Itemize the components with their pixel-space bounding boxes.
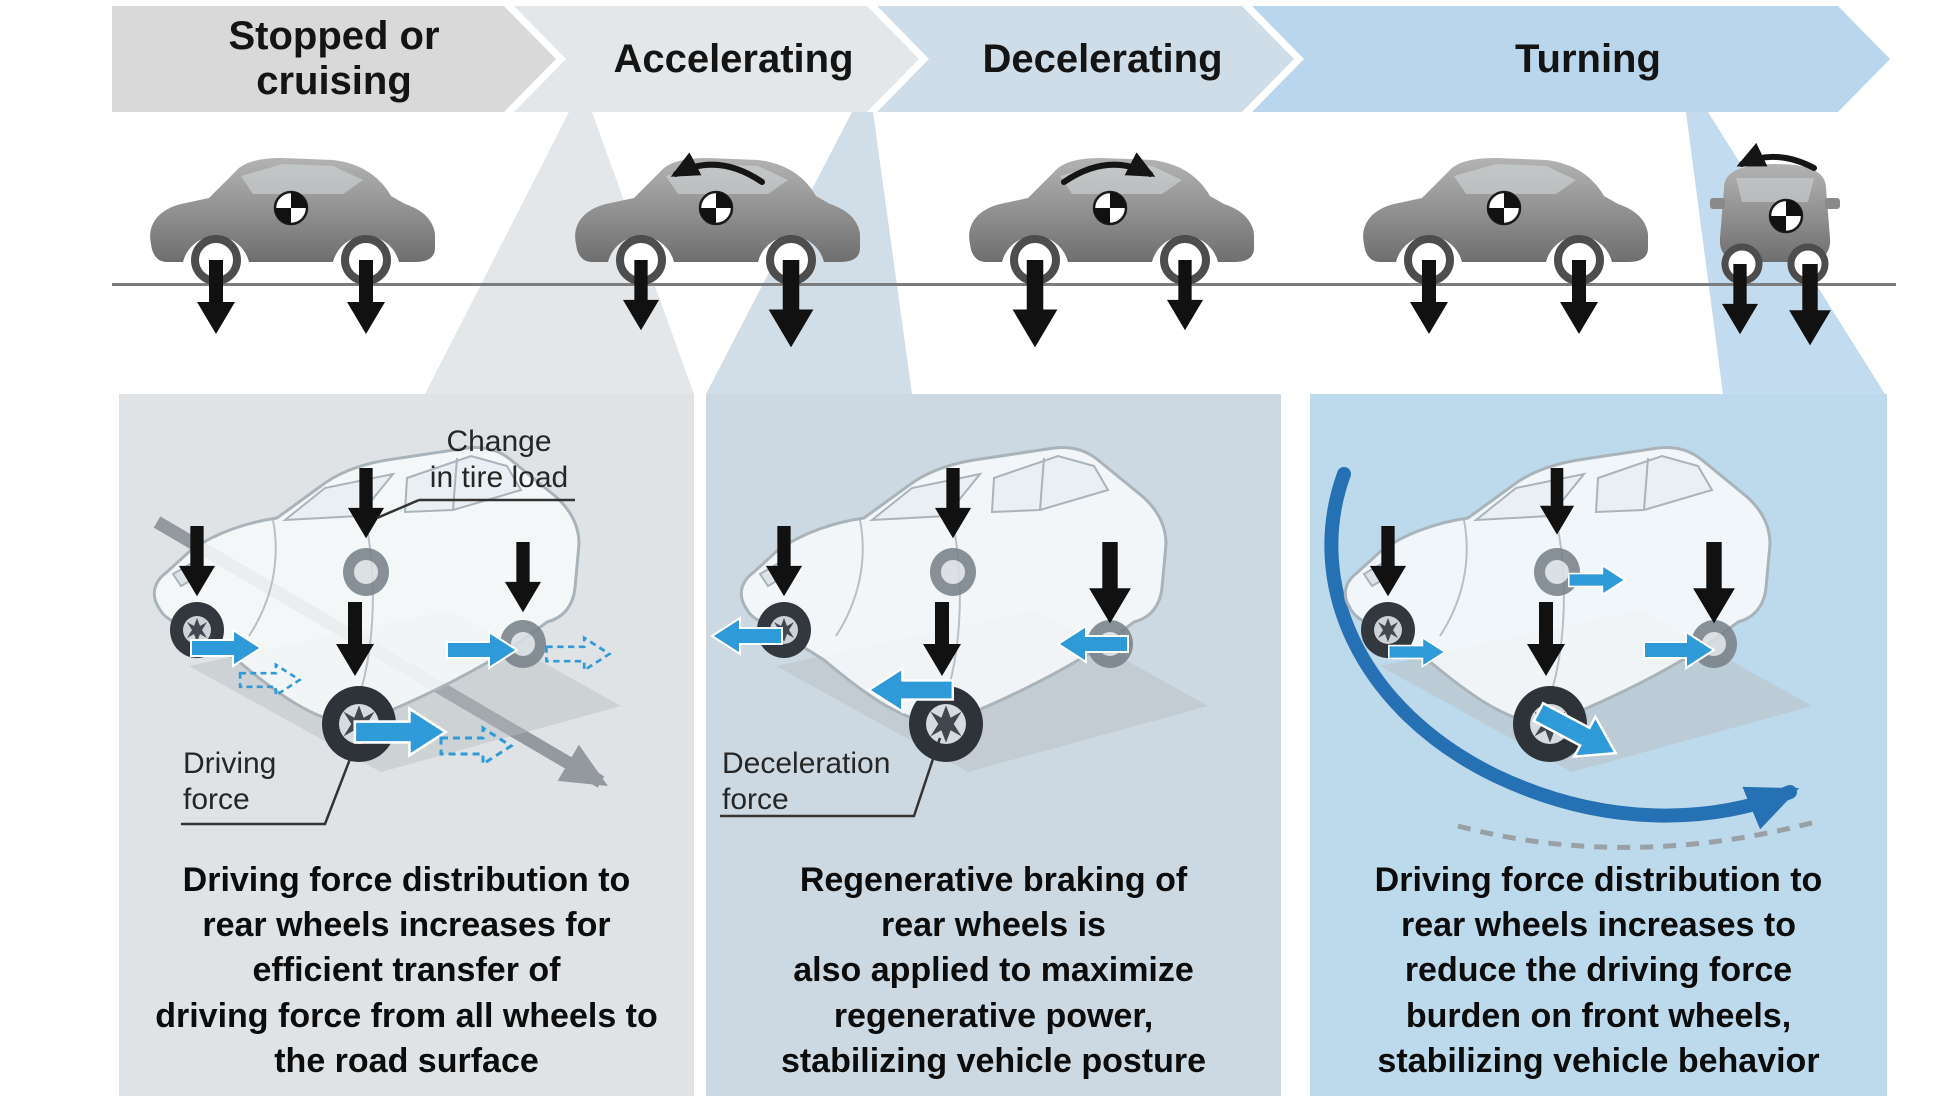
panel-caption: Driving force distribution to rear wheel… <box>1374 860 1823 1080</box>
panel-caption: Driving force distribution to rear wheel… <box>155 860 658 1080</box>
panel-caption: Regenerative braking of rear wheels is a… <box>780 860 1207 1080</box>
tire-load-label: Change in tire load <box>429 425 569 494</box>
connector-wedge <box>425 112 694 394</box>
pitch-arrow-icon <box>1061 152 1156 185</box>
car-side-accelerating-icon <box>562 152 862 348</box>
cg-marker-icon <box>1486 190 1522 226</box>
force-arrow-ghost-icon <box>545 636 611 672</box>
flow-step-label: Turning <box>1515 36 1661 81</box>
panel-decelerating: Deceleration force Regenerative braking … <box>706 394 1281 1096</box>
car-iso-icon <box>741 448 1208 773</box>
turning-illustration <box>1324 394 1816 850</box>
accelerating-illustration <box>119 394 694 826</box>
flow-step-label: Stopped or cruising <box>228 14 440 103</box>
flow-step-label: Accelerating <box>613 36 854 81</box>
panel-accelerating: Change in tire load Driving force Drivin… <box>119 394 694 1096</box>
panel-turning: Driving force distribution to rear wheel… <box>1310 394 1887 1096</box>
leader-line <box>720 737 942 818</box>
ground-line <box>112 283 1896 286</box>
car-side-decelerating-icon <box>956 152 1256 348</box>
previous-path-dashed-icon <box>1457 819 1816 850</box>
cg-marker-icon <box>273 190 309 226</box>
flow-step-stopped-cruising: Stopped or cruising <box>112 6 556 112</box>
decelerating-illustration <box>711 394 1281 818</box>
flow-step-turning: Turning <box>1252 6 1890 112</box>
flow-step-accelerating: Accelerating <box>514 6 919 112</box>
driving-force-label: Driving force <box>183 747 277 816</box>
leader-line <box>181 745 357 826</box>
cg-marker-icon <box>698 190 734 226</box>
turning-path-arrow-icon <box>1324 467 1800 830</box>
flow-step-decelerating: Decelerating <box>877 6 1294 112</box>
cg-marker-icon <box>1092 190 1128 226</box>
cg-marker-icon <box>1768 198 1804 234</box>
flow-step-label: Decelerating <box>982 36 1223 81</box>
deceleration-force-label: Deceleration force <box>722 747 891 816</box>
car-side-turning-icon <box>1350 148 1650 334</box>
car-side-stopped-icon <box>137 148 437 334</box>
car-rear-turning-icon <box>1690 142 1860 346</box>
pitch-arrow-icon <box>670 152 765 185</box>
leader-line <box>376 498 575 520</box>
roll-arrow-icon <box>1736 142 1817 171</box>
